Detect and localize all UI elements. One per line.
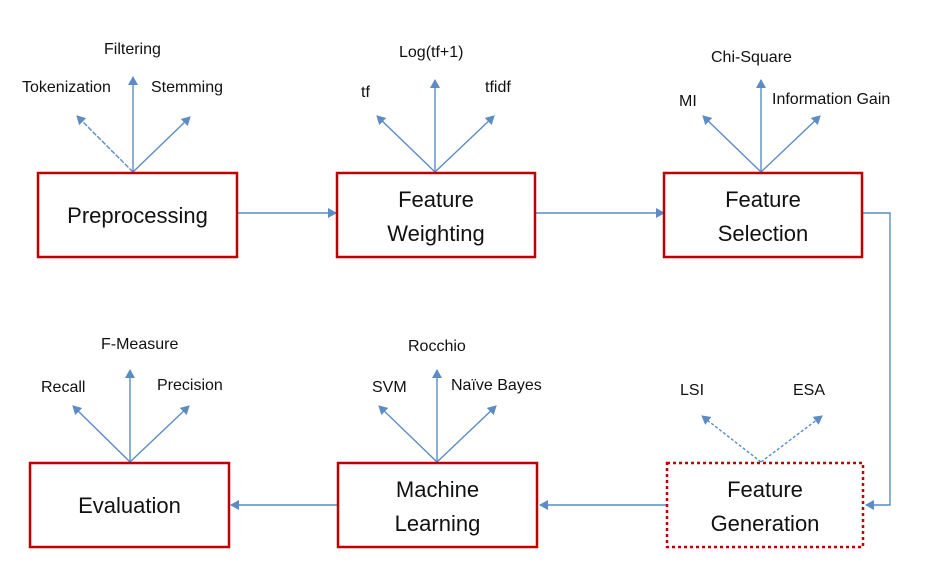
method-labels-evaluation: Recall F-Measure Precision xyxy=(41,336,223,396)
stage-generation: Feature Generation xyxy=(665,461,865,549)
stage-label-weighting-line2: Weighting xyxy=(387,221,484,246)
flow-arrows xyxy=(230,208,891,510)
method-labels-selection: MI Chi-Square Information Gain xyxy=(679,49,890,110)
method-arrow-tfidf xyxy=(434,115,495,173)
stage-weighting: Feature Weighting xyxy=(335,171,537,259)
method-arrows xyxy=(72,76,823,463)
stage-label-learning-line2: Learning xyxy=(395,511,481,536)
method-arrow-information-gain xyxy=(760,115,821,173)
method-label-mi: MI xyxy=(679,93,697,110)
stage-preprocessing: Preprocessing xyxy=(36,171,239,259)
method-label-information-gain: Information Gain xyxy=(772,91,890,108)
method-label-tf: tf xyxy=(361,84,370,101)
method-label-precision: Precision xyxy=(157,377,223,394)
method-label-tokenization: Tokenization xyxy=(22,79,111,96)
method-label-recall: Recall xyxy=(41,379,85,396)
stage-label-preprocessing: Preprocessing xyxy=(67,203,208,228)
stage-box-generation xyxy=(665,461,865,549)
method-labels-learning: SVM Rocchio Naïve Bayes xyxy=(372,338,542,396)
method-label-tfidf: tfidf xyxy=(485,79,511,96)
stage-label-generation-line1: Feature xyxy=(727,477,803,502)
stage-label-selection-line1: Feature xyxy=(725,187,801,212)
method-arrow-svm xyxy=(378,405,438,463)
method-label-svm: SVM xyxy=(372,379,407,396)
method-arrow-naive-bayes xyxy=(436,405,497,463)
method-arrow-precision xyxy=(129,405,190,463)
stage-label-weighting-line1: Feature xyxy=(398,187,474,212)
method-labels-weighting: tf Log(tf+1) tfidf xyxy=(361,44,511,101)
method-arrow-lsi xyxy=(701,415,762,463)
stage-box-selection xyxy=(662,171,864,259)
method-arrow-esa xyxy=(760,415,823,463)
stage-evaluation: Evaluation xyxy=(28,461,231,549)
stage-label-selection-line2: Selection xyxy=(718,221,809,246)
stage-box-learning xyxy=(336,461,539,549)
method-arrow-tf xyxy=(376,115,436,173)
method-label-f-measure: F-Measure xyxy=(101,336,178,353)
stage-label-learning-line1: Machine xyxy=(396,477,479,502)
flow-arrow-selection-to-generation xyxy=(863,212,891,510)
method-label-naive-bayes: Naïve Bayes xyxy=(451,377,542,394)
stage-box-evaluation xyxy=(28,461,231,549)
stage-box-weighting xyxy=(335,171,537,259)
method-label-rocchio: Rocchio xyxy=(408,338,466,355)
stage-box-preprocessing xyxy=(36,171,239,259)
method-arrow-stemming xyxy=(132,116,191,173)
method-labels-preprocessing: Tokenization Filtering Stemming xyxy=(22,41,223,96)
method-label-filtering: Filtering xyxy=(104,41,161,58)
method-label-stemming: Stemming xyxy=(151,79,223,96)
method-arrow-recall xyxy=(72,405,131,463)
method-label-esa: ESA xyxy=(793,382,825,399)
method-arrow-mi xyxy=(702,115,762,173)
stage-learning: Machine Learning xyxy=(336,461,539,549)
stage-selection: Feature Selection xyxy=(662,171,864,259)
stage-label-generation-line2: Generation xyxy=(711,511,820,536)
stage-label-evaluation: Evaluation xyxy=(78,493,181,518)
method-labels-generation: LSI ESA xyxy=(680,382,825,399)
method-arrow-tokenization xyxy=(76,115,134,173)
method-label-chi-square: Chi-Square xyxy=(711,49,792,66)
method-label-lsi: LSI xyxy=(680,382,704,399)
method-label-logtf: Log(tf+1) xyxy=(399,44,463,61)
